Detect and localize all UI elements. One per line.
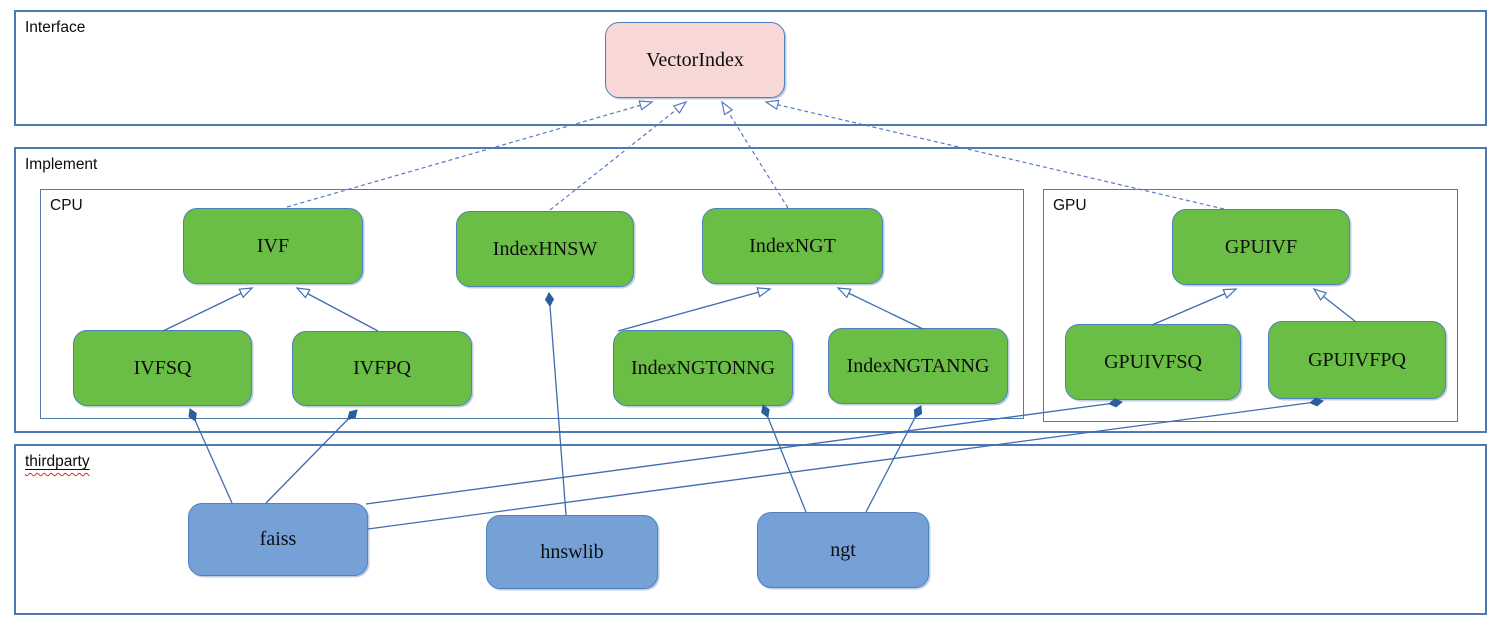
implement-label: Implement [25,156,98,173]
cpu-label: CPU [50,197,83,214]
node-indexngt-label: IndexNGT [749,234,836,257]
interface-label: Interface [25,19,86,36]
node-vectorindex-label: VectorIndex [646,48,744,71]
node-faiss[interactable]: faiss [188,503,368,576]
node-ivfpq[interactable]: IVFPQ [292,331,472,406]
node-ivfpq-label: IVFPQ [353,357,411,379]
node-indexngt[interactable]: IndexNGT [702,208,883,284]
node-ngt[interactable]: ngt [757,512,929,588]
node-ivf-label: IVF [256,234,290,257]
node-gpuivfsq[interactable]: GPUIVFSQ [1065,324,1241,400]
node-vectorindex[interactable]: VectorIndex [605,22,785,98]
node-ivfsq[interactable]: IVFSQ [73,330,252,406]
node-gpuivfpq-label: GPUIVFPQ [1308,348,1406,371]
node-faiss-label: faiss [259,528,297,550]
thirdparty-label-text: thirdparty [25,453,90,470]
node-indexngtanng[interactable]: IndexNGTANNG [828,328,1008,404]
node-ngt-label: ngt [830,538,856,561]
node-indexngtanng-label: IndexNGTANNG [846,354,990,377]
node-indexngtonng-label: IndexNGTONNG [630,356,776,379]
node-gpuivfsq-label: GPUIVFSQ [1104,350,1202,373]
node-hnswlib[interactable]: hnswlib [486,515,658,589]
node-ivf[interactable]: IVF [183,208,363,284]
node-indexhnsw[interactable]: IndexHNSW [456,211,634,287]
gpu-label: GPU [1053,197,1087,214]
thirdparty-label: thirdparty [25,453,90,471]
node-gpuivf-label: GPUIVF [1224,235,1298,258]
node-gpuivfpq[interactable]: GPUIVFPQ [1268,321,1446,399]
node-hnswlib-label: hnswlib [540,540,604,563]
node-ivfsq-label: IVFSQ [133,356,192,379]
node-indexhnsw-label: IndexHNSW [492,237,598,260]
node-gpuivf[interactable]: GPUIVF [1172,209,1350,285]
node-indexngtonng[interactable]: IndexNGTONNG [613,330,793,406]
